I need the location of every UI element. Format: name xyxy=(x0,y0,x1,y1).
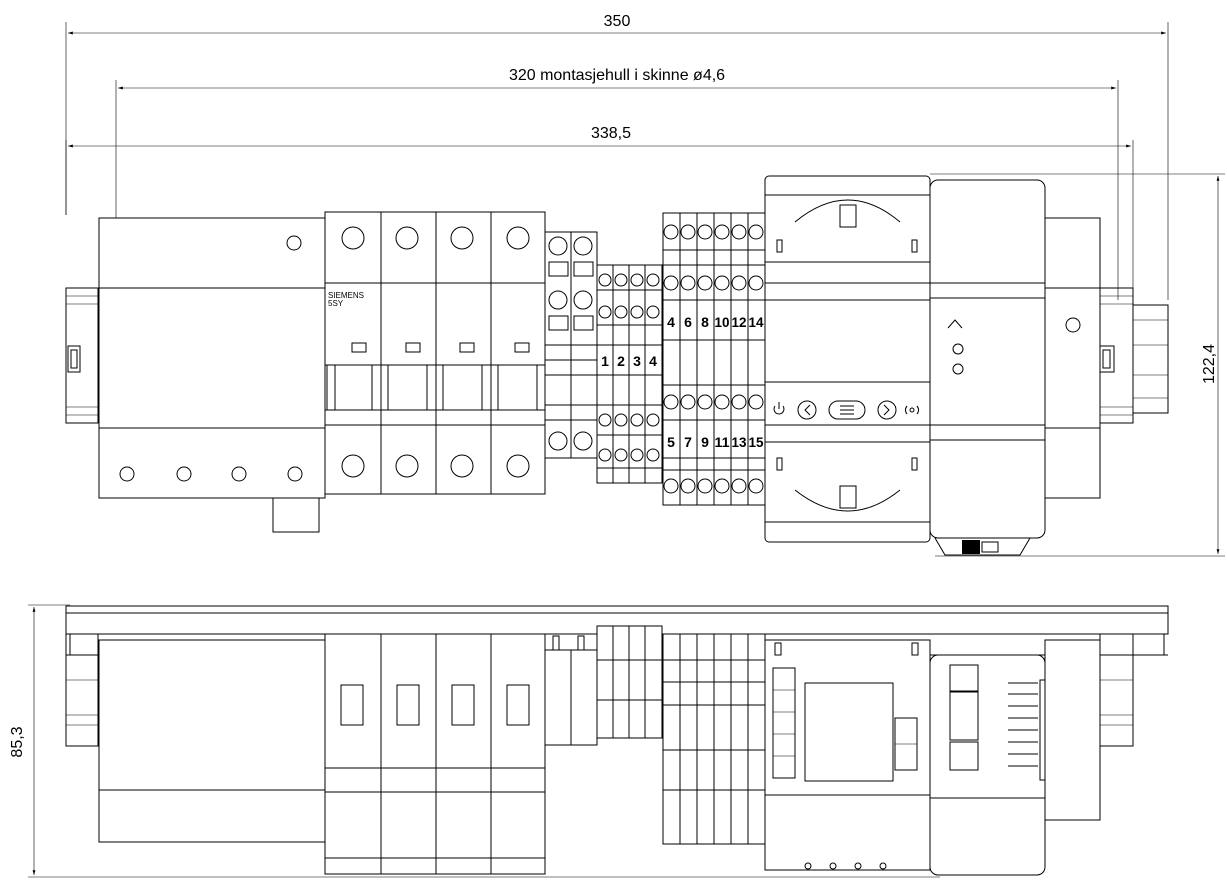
wireless-icon xyxy=(905,405,919,415)
right-support-block xyxy=(1044,217,1101,499)
terminal-label: 5 xyxy=(667,434,675,450)
terminal-block-double xyxy=(544,231,598,459)
chevron-left-icon[interactable] xyxy=(797,400,817,420)
communication-module xyxy=(929,179,1046,556)
terminal-label: 4 xyxy=(649,353,657,369)
side-view xyxy=(65,605,1169,876)
terminal-label: 7 xyxy=(684,434,692,450)
terminal-label: 14 xyxy=(749,314,764,330)
terminal-label: 8 xyxy=(701,314,709,330)
rail-end-left xyxy=(65,287,99,424)
communication-module-side xyxy=(929,654,1046,876)
terminal-label: 13 xyxy=(732,434,747,450)
terminal-label: 11 xyxy=(715,434,730,450)
terminal-label: 3 xyxy=(633,353,641,369)
energy-meter xyxy=(764,175,931,543)
terminal-label: 9 xyxy=(701,434,709,450)
rail-clip-left xyxy=(65,633,99,747)
breaker-brand-line1: SIEMENS xyxy=(328,291,364,300)
dimension-height: 122,4 xyxy=(930,173,1225,557)
dim-overall-width-label: 350 xyxy=(604,13,631,30)
breaker-brand-line2: 5SY xyxy=(328,299,344,308)
menu-icon[interactable] xyxy=(828,400,866,420)
right-support-side xyxy=(1044,639,1101,821)
dim-rail-width-label: 338,5 xyxy=(591,125,631,142)
terminal-group-a: 4 6 8 10 12 14 5 7 9 11 13 15 xyxy=(662,212,766,506)
terminal-group-b: 1 2 3 4 xyxy=(596,264,663,484)
energy-meter-side xyxy=(764,639,931,871)
terminal-label: 12 xyxy=(732,314,747,330)
terminal-label: 4 xyxy=(667,314,675,330)
terminal-label: 15 xyxy=(749,434,764,450)
dimension-rail-width: 338,5 xyxy=(65,125,1134,300)
main-switch-block xyxy=(98,217,326,533)
front-view: SIEMENS 5SY xyxy=(65,175,1169,556)
dim-depth-label: 85,3 xyxy=(9,726,26,757)
chevron-right-icon[interactable] xyxy=(877,400,897,420)
dim-mounting-holes-label: 320 montasjehull i skinne ø4,6 xyxy=(509,67,725,84)
terminal-label: 10 xyxy=(715,314,730,330)
main-switch-side xyxy=(98,639,326,843)
rail-clip-right xyxy=(1099,633,1134,747)
terminal-label: 6 xyxy=(684,314,692,330)
terminals-side xyxy=(544,625,766,845)
terminal-label: 1 xyxy=(601,353,609,369)
dimension-depth: 85,3 xyxy=(9,604,940,878)
rail-end-right xyxy=(1099,287,1169,424)
terminal-label: 2 xyxy=(617,353,625,369)
power-icon xyxy=(773,402,785,415)
dim-height-label: 122,4 xyxy=(1201,344,1218,384)
breaker-side xyxy=(324,633,546,875)
circuit-breaker-4p: SIEMENS 5SY xyxy=(324,211,546,495)
